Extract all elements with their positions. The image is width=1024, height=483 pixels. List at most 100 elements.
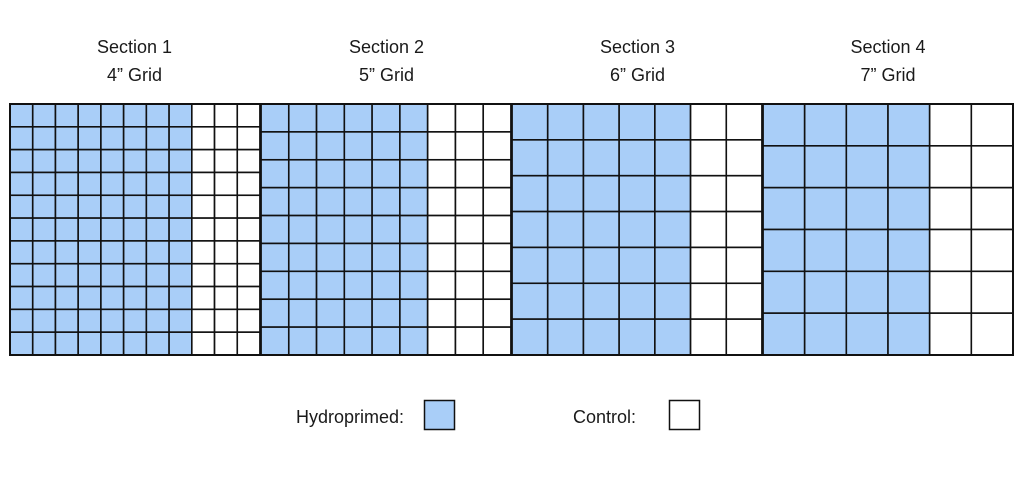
- control-cell: [928, 270, 973, 314]
- hydroprimed-cell: [31, 262, 57, 288]
- hydroprimed-cell: [54, 285, 79, 311]
- control-cell: [191, 217, 216, 242]
- hydroprimed-cell: [54, 148, 79, 174]
- control-cell: [426, 270, 457, 301]
- hydroprimed-cell: [546, 282, 585, 320]
- hydroprimed-cell: [260, 158, 290, 189]
- control-cell: [970, 103, 1014, 147]
- hydroprimed-cell: [803, 103, 848, 147]
- hydroprimed-cell: [618, 282, 656, 320]
- control-cell: [236, 331, 261, 356]
- hydroprimed-cell: [315, 158, 346, 189]
- control-cell: [426, 158, 457, 189]
- section-1-grid: [9, 103, 261, 356]
- control-cell: [928, 103, 973, 147]
- hydroprimed-cell: [77, 240, 102, 265]
- control-cell: [213, 331, 239, 356]
- hydroprimed-cell: [145, 103, 170, 128]
- hydroprimed-cell: [511, 246, 549, 285]
- hydroprimed-cell: [122, 331, 148, 356]
- control-cell: [725, 318, 763, 356]
- hydroprimed-cell: [168, 285, 193, 311]
- legend-hydroprimed-swatch: [423, 399, 456, 431]
- hydroprimed-cell: [145, 331, 170, 356]
- hydroprimed-cell: [315, 270, 346, 301]
- control-cell: [426, 103, 457, 133]
- hydroprimed-cell: [100, 262, 125, 288]
- hydroprimed-cell: [618, 246, 656, 285]
- hydroprimed-cell: [371, 298, 401, 328]
- hydroprimed-cell: [887, 270, 931, 314]
- hydroprimed-cell: [168, 240, 193, 265]
- control-cell: [689, 139, 728, 177]
- control-cell: [454, 131, 485, 161]
- hydroprimed-cell: [343, 298, 373, 328]
- hydroprimed-cell: [145, 171, 170, 197]
- control-cell: [928, 145, 973, 189]
- hydroprimed-cell: [260, 214, 290, 245]
- hydroprimed-cell: [31, 331, 57, 356]
- hydroprimed-cell: [260, 270, 290, 301]
- control-cell: [213, 148, 239, 174]
- hydroprimed-cell: [803, 186, 848, 231]
- hydroprimed-cell: [762, 228, 806, 273]
- control-cell: [426, 131, 457, 161]
- hydroprimed-cell: [100, 103, 125, 128]
- hydroprimed-cell: [122, 262, 148, 288]
- control-cell: [236, 194, 261, 219]
- hydroprimed-cell: [287, 214, 318, 245]
- hydroprimed-cell: [371, 270, 401, 301]
- hydroprimed-cell: [260, 186, 290, 217]
- hydroprimed-cell: [77, 285, 102, 311]
- hydroprimed-cell: [287, 270, 318, 301]
- hydroprimed-cell: [762, 145, 806, 189]
- hydroprimed-cell: [31, 103, 57, 128]
- control-cell: [236, 262, 261, 288]
- control-cell: [236, 148, 261, 174]
- hydroprimed-cell: [511, 282, 549, 320]
- control-cell: [236, 217, 261, 242]
- control-cell: [928, 186, 973, 231]
- hydroprimed-cell: [287, 131, 318, 161]
- control-cell: [725, 139, 763, 177]
- control-cell: [213, 126, 239, 151]
- hydroprimed-cell: [77, 262, 102, 288]
- hydroprimed-cell: [803, 270, 848, 314]
- hydroprimed-cell: [315, 326, 346, 356]
- hydroprimed-cell: [399, 326, 429, 356]
- hydroprimed-cell: [618, 139, 656, 177]
- control-cell: [213, 171, 239, 197]
- hydroprimed-cell: [9, 308, 34, 333]
- hydroprimed-cell: [845, 145, 889, 189]
- section-2-subtitle: 5” Grid: [359, 65, 414, 85]
- control-cell: [482, 298, 512, 328]
- hydroprimed-cell: [582, 174, 620, 213]
- hydroprimed-cell: [287, 186, 318, 217]
- hydroprimed-cell: [168, 331, 193, 356]
- control-cell: [454, 326, 485, 356]
- control-cell: [213, 308, 239, 333]
- hydroprimed-cell: [287, 242, 318, 273]
- hydroprimed-cell: [168, 171, 193, 197]
- control-cell: [482, 131, 512, 161]
- hydroprimed-cell: [582, 246, 620, 285]
- section-2-title: Section 2: [349, 37, 424, 57]
- hydroprimed-cell: [122, 148, 148, 174]
- hydroprimed-cell: [31, 285, 57, 311]
- section-4-title: Section 4: [850, 37, 925, 57]
- hydroprimed-cell: [31, 308, 57, 333]
- control-cell: [689, 103, 728, 141]
- hydroprimed-cell: [343, 131, 373, 161]
- section-1-title: Section 1: [97, 37, 172, 57]
- control-cell: [725, 103, 763, 141]
- hydroprimed-cell: [803, 312, 848, 356]
- hydroprimed-cell: [9, 103, 34, 128]
- hydroprimed-cell: [168, 308, 193, 333]
- hydroprimed-cell: [762, 186, 806, 231]
- hydroprimed-cell: [122, 103, 148, 128]
- control-cell: [928, 312, 973, 356]
- control-cell: [454, 298, 485, 328]
- section-2-grid: [260, 103, 512, 356]
- hydroprimed-cell: [582, 282, 620, 320]
- section-1-subtitle: 4” Grid: [107, 65, 162, 85]
